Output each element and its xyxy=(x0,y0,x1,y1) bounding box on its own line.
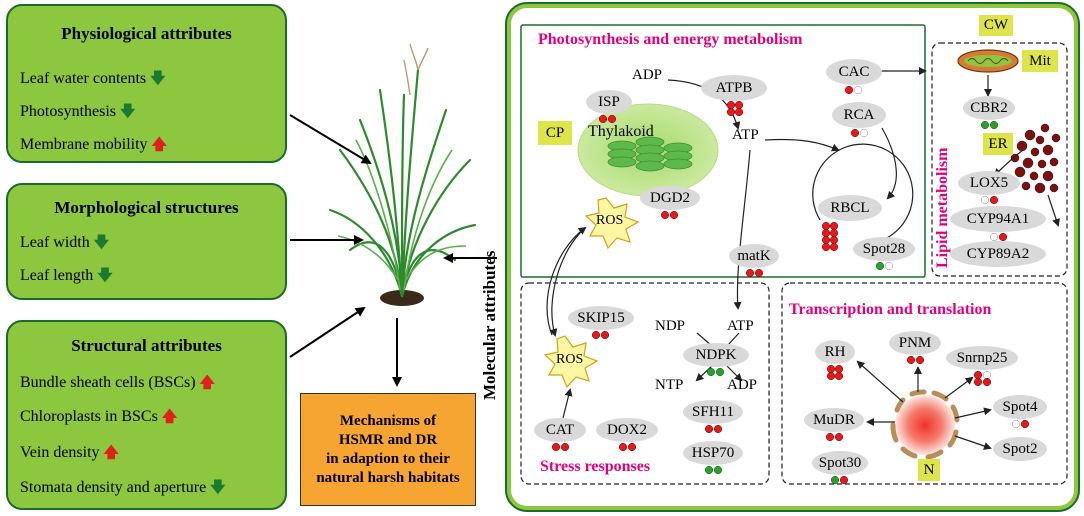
mechanism-line: HSMR and DR xyxy=(338,431,438,448)
ros-star xyxy=(584,197,640,250)
list-item: Chloroplasts in BSCs 🡅 xyxy=(20,408,178,425)
structural-panel: Structural attributes Bundle sheath cell… xyxy=(6,320,287,510)
label-ndp: NDP xyxy=(655,318,686,334)
protein-cbr2: CBR2 xyxy=(963,96,1015,120)
label-adp: ADP xyxy=(632,67,663,83)
protein-mudr: MuDR xyxy=(804,408,864,432)
list-item: Leaf water contents 🡇 xyxy=(20,70,166,87)
arrow-up-icon: 🡅 xyxy=(103,445,119,461)
protein-matk: matK xyxy=(729,244,779,268)
protein-dox2: DOX2 xyxy=(596,418,658,442)
protein-snrnp25: Snrnp25 xyxy=(946,346,1018,370)
list-item: Stomata density and aperture 🡇 xyxy=(20,479,226,496)
section-title-photosynthesis: Photosynthesis and energy metabolism xyxy=(538,31,803,48)
tag-mit: Mit xyxy=(1022,50,1058,72)
label-adp: ADP xyxy=(727,377,758,393)
arrow-down-icon: 🡇 xyxy=(120,104,136,120)
protein-spot28: Spot28 xyxy=(853,237,915,261)
protein-skip15: SKIP15 xyxy=(568,306,634,330)
label-thylakoid: Thylakoid xyxy=(588,123,654,140)
tag-cp: CP xyxy=(538,121,572,145)
protein-spot2: Spot2 xyxy=(993,437,1047,461)
arrow-down-icon: 🡇 xyxy=(93,235,110,251)
mechanism-line: in adaption to their xyxy=(326,450,450,467)
protein-cyp89a2: CYP89A2 xyxy=(950,241,1046,267)
section-title-transcription: Transcription and translation xyxy=(789,301,992,318)
label-atp: ATP xyxy=(732,127,759,143)
label-ntp: NTP xyxy=(655,377,684,393)
mechanism-line: Mechanisms of xyxy=(339,412,437,429)
protein-hsp70: HSP70 xyxy=(683,441,743,465)
arrow-down-icon: 🡇 xyxy=(97,268,113,284)
list-item: Vein density 🡅 xyxy=(20,444,119,461)
physiological-panel: Physiological attributes Leaf water cont… xyxy=(6,4,287,163)
structural-title: Structural attributes xyxy=(71,336,222,355)
morphological-title: Morphological structures xyxy=(54,198,239,217)
arrow-up-icon: 🡅 xyxy=(151,137,167,153)
protein-cyp94a1: CYP94A1 xyxy=(950,206,1046,232)
label-ros: ROS xyxy=(556,352,584,367)
mechanism-line: natural harsh habitats xyxy=(316,469,460,486)
label-ros: ROS xyxy=(596,213,624,228)
plant-illustration xyxy=(328,43,477,306)
arrow-down-icon: 🡇 xyxy=(150,71,166,87)
list-item: Photosynthesis 🡇 xyxy=(20,103,136,120)
list-item: Bundle sheath cells (BSCs) 🡅 xyxy=(20,374,215,391)
protein-atpb: ATPB xyxy=(701,75,767,101)
protein-pnm: PNM xyxy=(889,331,941,355)
protein-lox5: LOX5 xyxy=(958,171,1020,195)
list-item: Membrane mobility 🡅 xyxy=(20,136,167,153)
protein-spot4: Spot4 xyxy=(993,395,1047,419)
protein-rbcl: RBCL xyxy=(818,195,882,221)
protein-cac: CAC xyxy=(826,59,882,85)
arrow-down-icon: 🡇 xyxy=(210,480,226,496)
morphological-panel: Morphological structures Leaf width 🡇 Le… xyxy=(6,183,287,300)
protein-dgd2: DGD2 xyxy=(640,186,700,210)
label-atp: ATP xyxy=(727,318,754,334)
protein-rh: RH xyxy=(815,340,855,364)
section-title-stress: Stress responses xyxy=(540,458,651,475)
tag-er: ER xyxy=(983,133,1013,155)
arrow-up-icon: 🡅 xyxy=(161,409,178,425)
protein-spot30: Spot30 xyxy=(812,451,868,475)
arrow-up-icon: 🡅 xyxy=(199,375,215,391)
list-item: Leaf length 🡇 xyxy=(20,267,113,284)
protein-sfh11: SFH11 xyxy=(683,400,743,424)
tag-cw: CW xyxy=(979,15,1013,36)
protein-ndpk: NDPK xyxy=(683,343,749,367)
er-illustration xyxy=(1009,123,1061,194)
protein-cat: CAT xyxy=(534,418,586,442)
ros-star xyxy=(543,335,599,389)
mechanism-box: Mechanisms of HSMR and DR in adaption to… xyxy=(300,393,476,506)
tag-n: N xyxy=(918,459,940,481)
protein-rca: RCA xyxy=(832,102,886,128)
protein-isp: ISP xyxy=(586,90,632,114)
physiological-title: Physiological attributes xyxy=(61,24,232,43)
list-item: Leaf width 🡇 xyxy=(20,234,110,251)
